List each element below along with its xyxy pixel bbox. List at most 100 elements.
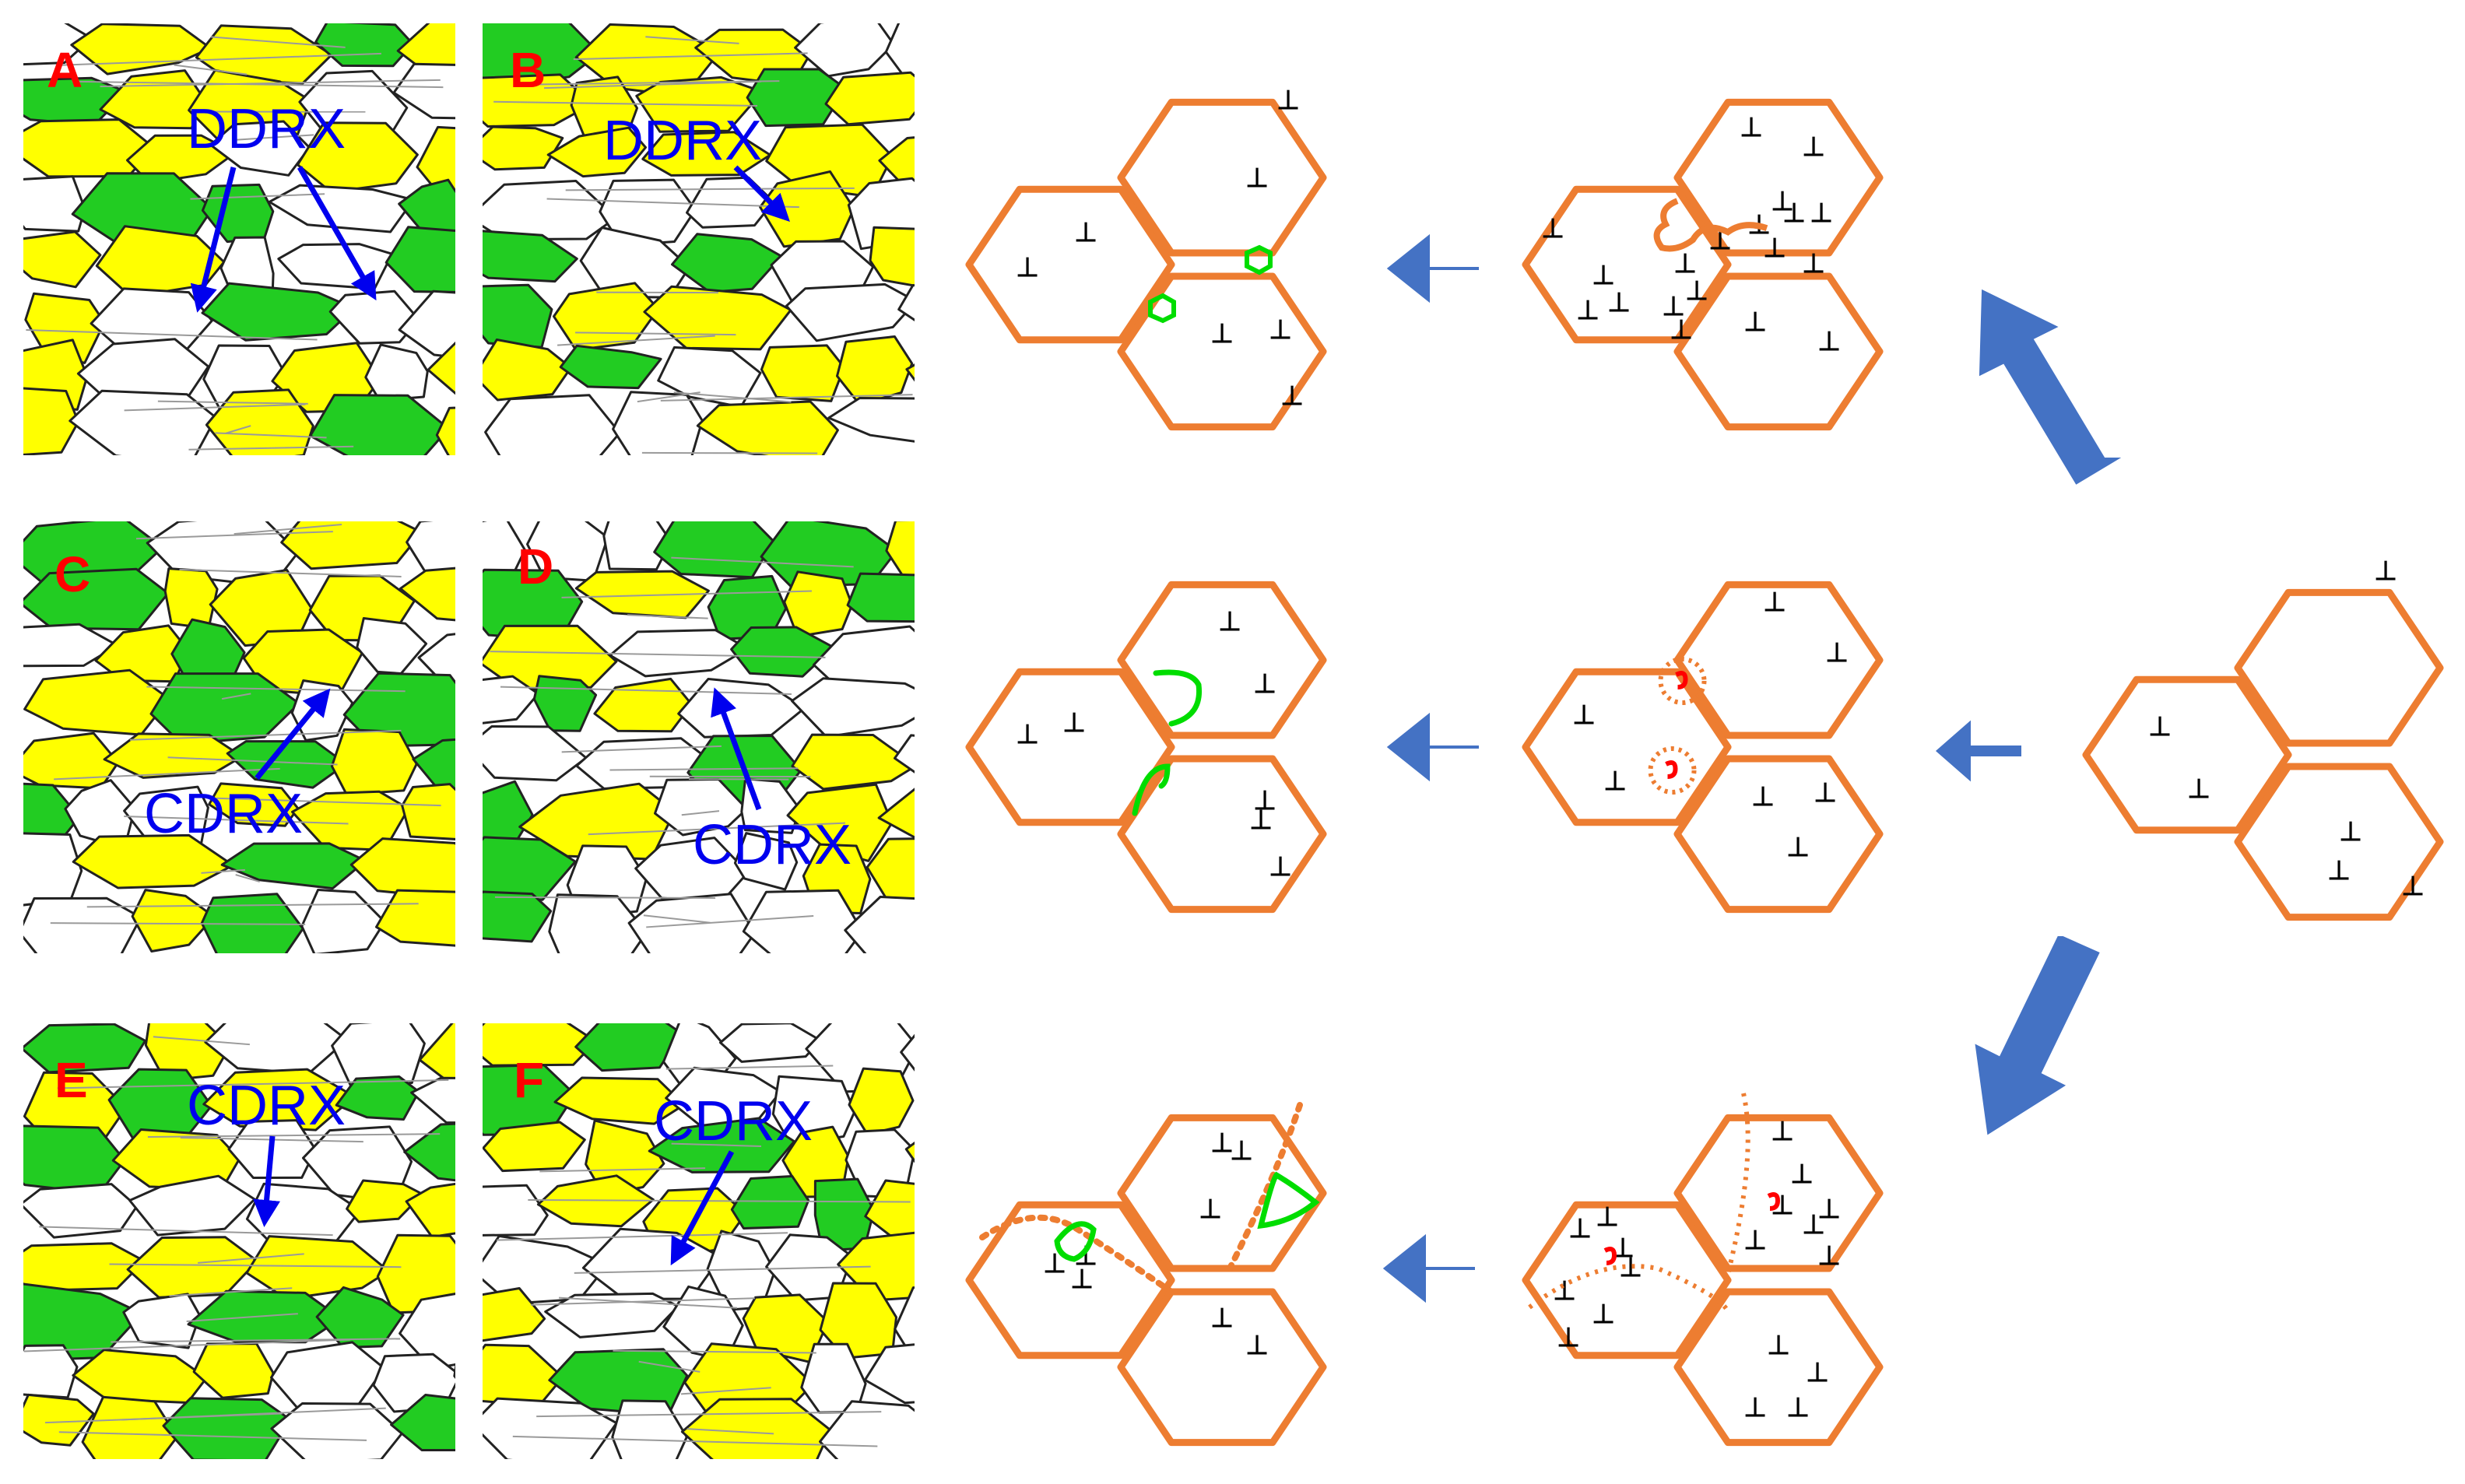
dislocation-symbol: ⊥: [1230, 1136, 1253, 1166]
dislocation-symbol: ⊥: [2148, 712, 2172, 742]
panel-annotation-b: DDRX: [603, 110, 762, 172]
dislocation-symbol: ⊥: [1662, 292, 1685, 321]
hex-grain: [2082, 675, 2292, 834]
network-core: [1603, 1247, 1617, 1265]
dislocation-symbol: ⊥: [1763, 588, 1786, 617]
stage-cdrx-boundary-grains: ⊥⊥⊥⊥⊥⊥⊥⊥: [965, 1102, 1327, 1447]
dislocation-wall-1: [1528, 1264, 1730, 1313]
subgrain-core: [1665, 760, 1678, 779]
dislocation-symbol: ⊥: [1276, 86, 1300, 115]
dislocation-symbol: ⊥: [1763, 233, 1786, 263]
hex-grain: [1673, 98, 1884, 257]
dislocation-symbol: ⊥: [1670, 315, 1693, 345]
hex-grain: [965, 185, 1175, 344]
dislocation-symbol: ⊥: [2339, 817, 2362, 847]
hex-grain: [1117, 755, 1327, 914]
dislocation-symbol: ⊥: [1557, 1323, 1580, 1352]
hex-grain: [1673, 272, 1884, 431]
panel-annotation-c: CDRX: [144, 783, 303, 845]
dislocation-symbol: ⊥: [1592, 261, 1615, 290]
annotation-arrow-c1: [255, 688, 331, 781]
flow-arrow-initial-to-ddrx: [1979, 289, 2122, 485]
dislocation-symbol: ⊥: [1740, 113, 1763, 142]
annotation-arrow-f1: [670, 1150, 735, 1266]
dislocation-symbol: ⊥: [1806, 1358, 1829, 1388]
subgrain-boundary: [1648, 746, 1697, 795]
panel-letter-f: F: [514, 1052, 544, 1108]
dislocation-symbol: ⊥: [1553, 1276, 1576, 1306]
dislocation-symbol: ⊥: [1767, 1331, 1790, 1360]
dislocation-symbol: ⊥: [1576, 296, 1599, 325]
panel-annotation-d: CDRX: [693, 814, 852, 876]
ddrx-nucleus-1: [1245, 244, 1273, 275]
dislocation-symbol: ⊥: [1771, 187, 1794, 216]
flow-arrow-initial-to-cdrx: [1935, 720, 2021, 782]
dislocation-symbol: ⊥: [1802, 132, 1825, 162]
recrystallization-schematics: ⊥⊥⊥⊥⊥⊥ ⊥⊥⊥⊥⊥⊥⊥⊥⊥⊥⊥⊥⊥⊥⊥⊥⊥⊥⊥ ⊥⊥⊥⊥⊥⊥⊥ ⊥⊥⊥⊥⊥…: [965, 86, 2444, 1447]
boundary-dots-1: [979, 1214, 1175, 1295]
ebsd-panel-b: B DDRX: [483, 23, 915, 455]
hex-grain: [1673, 1288, 1884, 1447]
dislocation-symbol: ⊥: [1771, 1117, 1794, 1146]
dislocation-symbol: ⊥: [2401, 872, 2425, 901]
cdrx-boundary-grain-2: [1257, 1171, 1320, 1230]
dislocation-symbol: ⊥: [2187, 774, 2210, 804]
annotation-arrow-a1: [190, 167, 237, 313]
dislocation-symbol: ⊥: [1786, 833, 1810, 862]
flow-arrow-ddrx-bulge-to-nuclei: [1386, 233, 1479, 303]
dislocation-symbol: ⊥: [1253, 669, 1276, 699]
dislocation-symbol: ⊥: [1218, 607, 1241, 637]
dislocation-symbol: ⊥: [1541, 214, 1564, 244]
hex-grain: [1117, 581, 1327, 739]
hex-grain: [2234, 763, 2444, 921]
dislocation-symbol: ⊥: [1685, 276, 1708, 306]
dislocation-symbol: ⊥: [1743, 1393, 1767, 1423]
ebsd-panel-d: D CDRX: [483, 521, 915, 953]
dislocation-symbol: ⊥: [1673, 249, 1697, 279]
annotation-arrow-a2: [297, 166, 377, 301]
hex-grain: [1522, 1201, 1732, 1359]
cdrx-boundary-grain-1: [1054, 1221, 1097, 1262]
dislocation-symbol: ⊥: [1269, 852, 1292, 882]
stage-cdrx-boundary-network: ⊥⊥⊥⊥⊥⊥⊥⊥⊥⊥⊥⊥⊥⊥⊥⊥⊥⊥: [1522, 1093, 1884, 1447]
flow-arrow-subgrain-to-grain: [1386, 712, 1479, 782]
stage-cdrx-grain: ⊥⊥⊥⊥⊥⊥⊥: [965, 581, 1327, 914]
hex-grain: [1522, 185, 1732, 344]
bulging-boundary: [1653, 198, 1768, 252]
dislocation-symbol: ⊥: [1596, 1202, 1619, 1232]
subgrain-core: [1675, 671, 1688, 689]
dislocation-symbol: ⊥: [2374, 556, 2397, 586]
dislocation-symbol: ⊥: [1790, 1159, 1814, 1189]
ebsd-panel-e: E CDRX: [23, 1023, 455, 1459]
annotation-arrow-d1: [711, 687, 762, 811]
panel-letter-d: D: [518, 539, 553, 595]
cdrx-new-grain-2: [1132, 763, 1171, 816]
dislocation-symbol: ⊥: [1817, 327, 1841, 356]
ebsd-panel-c: C CDRX: [23, 521, 455, 953]
dislocation-symbol: ⊥: [1074, 218, 1097, 247]
dislocation-symbol: ⊥: [1802, 249, 1825, 279]
hex-grain: [1117, 1288, 1327, 1447]
flow-arrow-initial-to-network: [1975, 936, 2100, 1135]
dislocation-symbol: ⊥: [1245, 1331, 1269, 1360]
dislocation-symbol: ⊥: [1280, 381, 1304, 411]
dislocation-symbol: ⊥: [1817, 1241, 1841, 1271]
stage-initial: ⊥⊥⊥⊥⊥⊥: [2082, 556, 2444, 921]
hex-grain: [1673, 1114, 1884, 1272]
panel-letter-b: B: [510, 42, 546, 98]
ebsd-panel-f: F CDRX: [483, 1023, 915, 1459]
subgrain-boundary: [1658, 657, 1707, 705]
hex-grain: [1117, 1114, 1327, 1272]
hex-grain: [965, 668, 1175, 826]
dislocation-symbol: ⊥: [1568, 1214, 1592, 1244]
flow-arrow-network-to-grains: [1382, 1233, 1475, 1303]
panel-letter-e: E: [54, 1052, 88, 1108]
dislocation-symbol: ⊥: [1016, 720, 1039, 749]
dislocation-symbol: ⊥: [1743, 1226, 1767, 1255]
panel-letter-a: A: [47, 42, 83, 98]
dislocation-symbol: ⊥: [1062, 708, 1086, 738]
dislocation-symbol: ⊥: [1210, 1128, 1234, 1158]
ddrx-nucleus-2: [1148, 293, 1176, 324]
hex-grain: [1673, 755, 1884, 914]
dislocation-wall-2: [1718, 1093, 1750, 1304]
